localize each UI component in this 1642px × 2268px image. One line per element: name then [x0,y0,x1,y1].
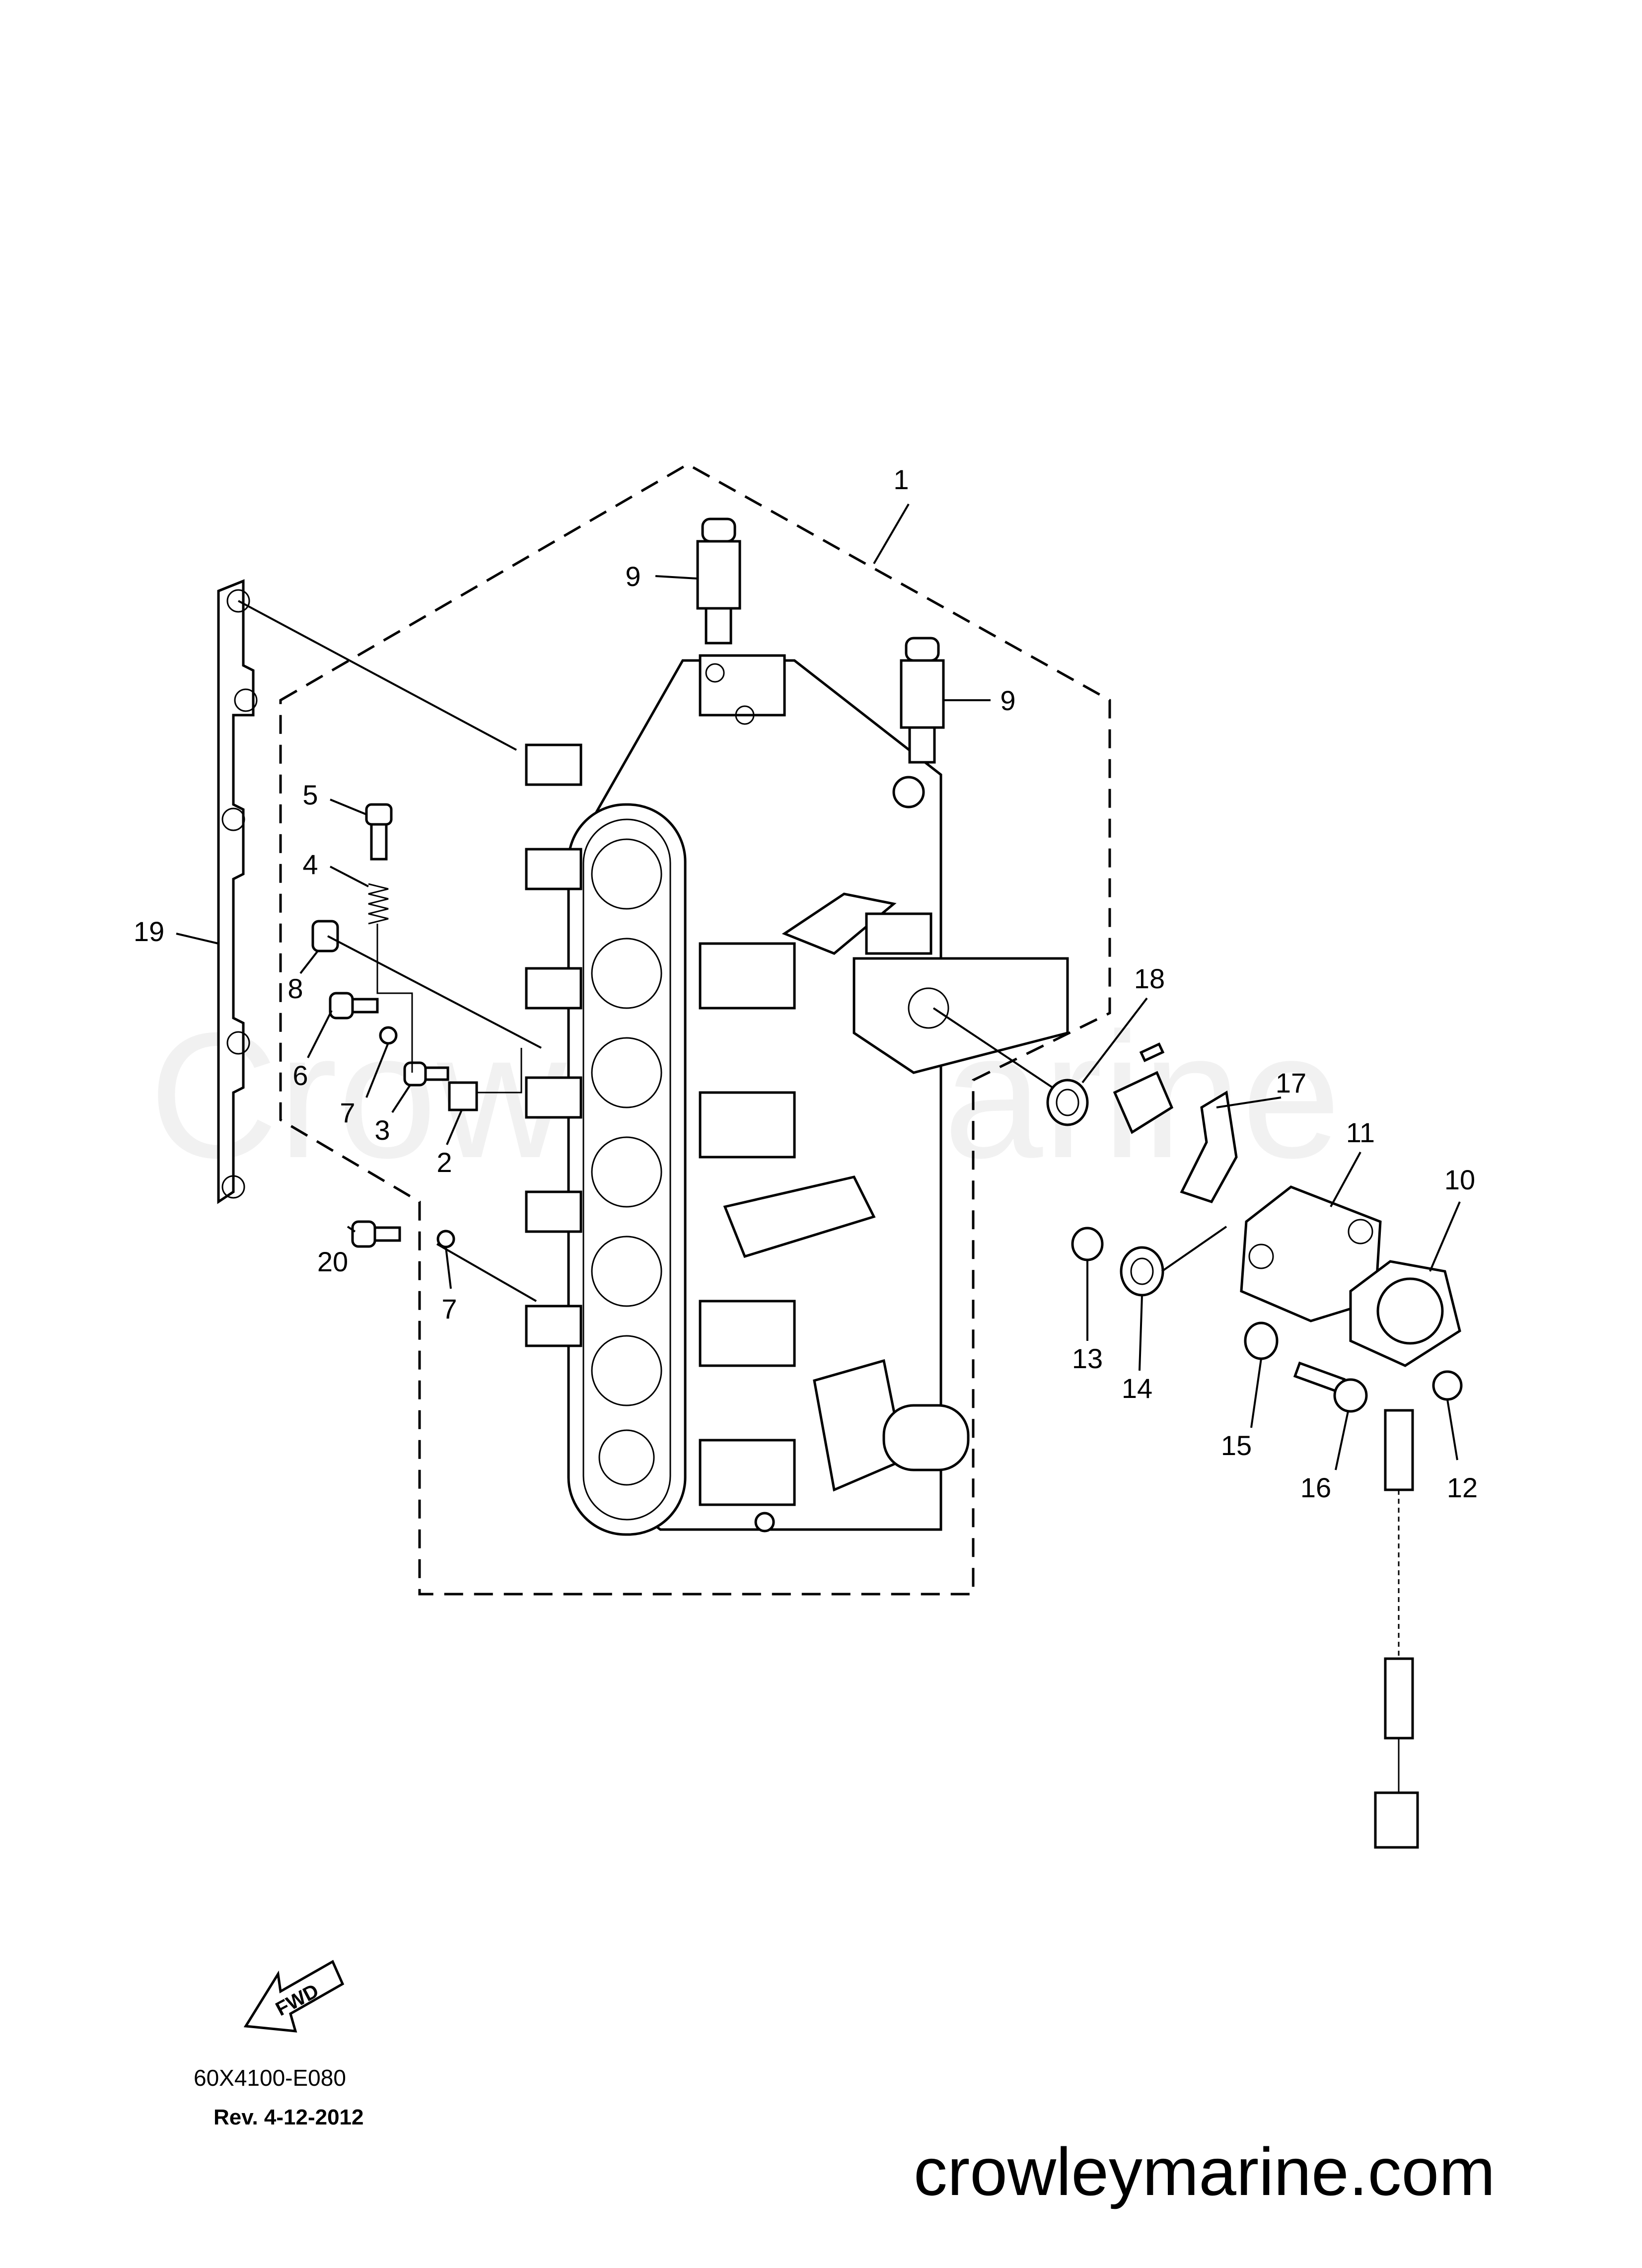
spring-4 [368,883,389,925]
callout-9-top: 9 [625,561,641,592]
callout-5: 5 [302,779,318,810]
revision-date: Rev. 4-12-2012 [214,2105,364,2129]
callout-19: 19 [134,916,164,947]
callout-16: 16 [1300,1472,1331,1503]
cap-13 [1071,1227,1104,1261]
diagram-code: 60X4100-E080 [194,2065,346,2091]
callout-7-bottom: 7 [441,1293,457,1324]
callout-9-right: 9 [1000,685,1015,716]
screw-16 [1293,1361,1368,1413]
part-8 [311,920,339,952]
lever-17 [1113,1042,1238,1204]
screw-5 [365,803,393,861]
clip-bosses [525,743,582,1347]
spring-18 [1046,1079,1089,1126]
callout-1: 1 [893,464,909,495]
washer-15 [1244,1321,1279,1360]
callout-11: 11 [1346,1117,1375,1148]
screw-3 [403,1061,449,1087]
website-footer: crowleymarine.com [914,2134,1495,2209]
screw-20 [351,1220,401,1248]
sensor-10 [1349,1260,1461,1367]
callout-10: 10 [1444,1164,1475,1195]
washer-7-bottom [436,1230,455,1248]
leader-lines [176,503,1461,1793]
harness-connector [1374,1409,1419,1849]
callout-12: 12 [1447,1472,1478,1503]
fitting-9-top [696,517,741,645]
callout-20: 20 [317,1246,348,1277]
fitting-9-right [900,637,945,764]
throttle-body [567,654,1069,1536]
washer-7-top [379,1026,398,1045]
callout-4: 4 [302,849,318,880]
callout-3: 3 [374,1114,390,1146]
seal-14 [1120,1246,1164,1297]
screw-12 [1432,1370,1463,1401]
callouts: 1 9 9 5 4 19 8 6 7 3 2 20 7 18 17 11 10 … [134,464,1478,1503]
callout-17: 17 [1276,1067,1306,1098]
callout-18: 18 [1134,963,1165,994]
fwd-arrow: FWD [243,1960,345,2033]
callout-2: 2 [436,1147,452,1178]
callout-15: 15 [1221,1430,1252,1461]
callout-7-top: 7 [340,1097,355,1128]
callout-13: 13 [1072,1343,1103,1374]
bracket-19 [217,579,258,1204]
callout-14: 14 [1122,1373,1152,1404]
screw-6 [329,992,379,1020]
callout-6: 6 [292,1060,308,1091]
clip-2 [448,1081,478,1111]
assembly-boundary [279,463,1111,1596]
callout-8: 8 [287,973,303,1004]
